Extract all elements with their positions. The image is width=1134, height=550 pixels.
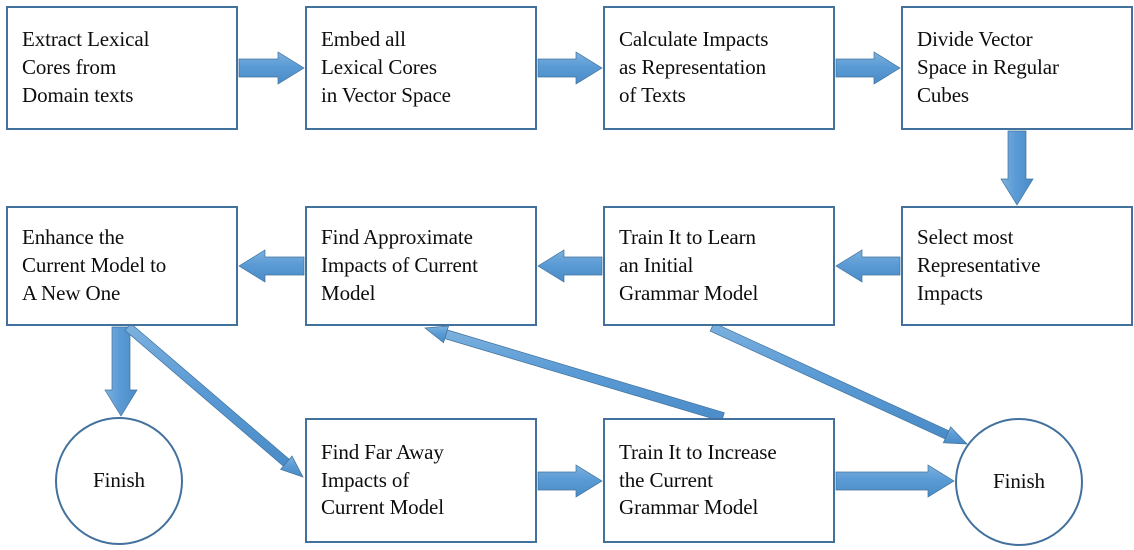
arrow-edge-find-far-to-train-increase [537,464,603,498]
arrow-edge-enhance-to-finish-left [104,326,138,417]
node-find-approximate-impacts[interactable]: Find Approximate Impacts of Current Mode… [305,206,537,326]
node-finish-left[interactable]: Finish [55,417,183,545]
arrow-head-edge-train-increase-to-find-approx [424,325,450,344]
node-calculate-impacts[interactable]: Calculate Impacts as Representation of T… [603,6,835,130]
node-label: Calculate Impacts as Representation of T… [619,27,769,107]
node-enhance-current-model[interactable]: Enhance the Current Model to A New One [6,206,238,326]
node-label: Train It to Learn an Initial Grammar Mod… [619,225,759,305]
arrow-edge-calculate-to-divide [835,51,901,85]
arrow-edge-select-to-train-initial [835,249,901,283]
node-label: Select most Representative Impacts [917,225,1041,305]
arrow-head-edge-enhance-to-find-far [279,455,304,478]
node-label: Divide Vector Space in Regular Cubes [917,27,1059,107]
node-train-increase-grammar-model[interactable]: Train It to Increase the Current Grammar… [603,418,835,543]
node-embed-lexical-cores[interactable]: Embed all Lexical Cores in Vector Space [305,6,537,130]
arrow-edge-find-approx-to-enhance [238,249,305,283]
node-select-representative-impacts[interactable]: Select most Representative Impacts [901,206,1133,326]
node-label: Extract Lexical Cores from Domain texts [22,27,150,107]
node-label: Embed all Lexical Cores in Vector Space [321,27,451,107]
node-train-initial-grammar-model[interactable]: Train It to Learn an Initial Grammar Mod… [603,206,835,326]
arrow-shaft-edge-train-increase-to-find-approx [444,329,725,422]
node-label: Find Far Away Impacts of Current Model [321,439,444,520]
arrow-head-edge-train-initial-to-finish-right [942,426,968,445]
node-label: Find Approximate Impacts of Current Mode… [321,225,478,305]
arrow-edge-train-increase-to-finish [835,464,955,498]
node-label: Finish [993,469,1045,494]
node-label: Enhance the Current Model to A New One [22,225,167,305]
arrow-edge-embed-to-calculate [537,51,603,85]
node-divide-vector-space[interactable]: Divide Vector Space in Regular Cubes [901,6,1133,130]
node-label: Train It to Increase the Current Grammar… [619,439,777,520]
arrow-edge-extract-to-embed [238,51,305,85]
arrow-edge-train-initial-to-find-approx [537,249,603,283]
arrow-edge-divide-to-select [1000,130,1034,206]
node-finish-right[interactable]: Finish [955,418,1083,546]
node-label: Finish [93,468,145,493]
node-extract-lexical-cores[interactable]: Extract Lexical Cores from Domain texts [6,6,238,130]
node-find-far-away-impacts[interactable]: Find Far Away Impacts of Current Model [305,418,537,543]
